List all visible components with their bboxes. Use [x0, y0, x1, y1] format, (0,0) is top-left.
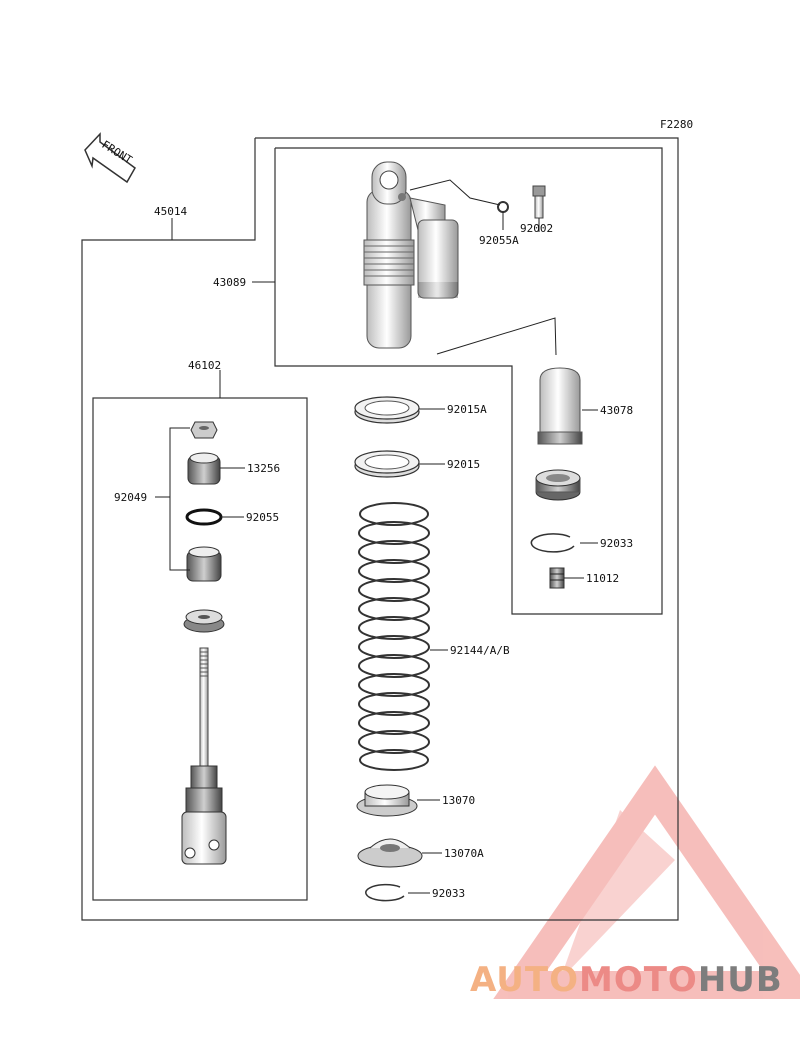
label-92055: 92055: [246, 511, 279, 524]
label-92015: 92015: [447, 458, 480, 471]
assembly-43089-outline: [274, 147, 663, 615]
automotohub-logo: AUTOMOTOHUB: [470, 960, 783, 1000]
label-13070A: 13070A: [444, 847, 484, 860]
spring-seat-13070A: [357, 838, 423, 868]
piston-rod: [181, 647, 227, 865]
front-direction-arrow: FRONT: [84, 132, 136, 184]
label-92002: 92002: [520, 222, 553, 235]
bracket-92049: [169, 427, 190, 571]
label-92033-lower: 92033: [432, 887, 465, 900]
label-13256: 13256: [247, 462, 280, 475]
label-13070: 13070: [442, 794, 475, 807]
reservoir-cap: [535, 469, 581, 501]
coil-spring-92144: [358, 502, 430, 771]
logo-part-auto: AUTO: [470, 960, 579, 1000]
assembly-45014-outline: [81, 137, 679, 921]
figure-code: F2280: [660, 118, 693, 131]
o-ring-92055A: [497, 201, 509, 213]
label-92033-upper: 92033: [600, 537, 633, 550]
label-92144: 92144/A/B: [450, 644, 510, 657]
shock-body-43089: [363, 161, 459, 349]
bumper-13256: [187, 452, 221, 485]
label-43089: 43089: [213, 276, 246, 289]
o-ring-92055: [185, 508, 223, 526]
circlip-92033-upper: [530, 533, 575, 553]
circlip-92033-lower: [365, 883, 405, 902]
lock-nut-92015A: [354, 396, 420, 424]
label-92055A: 92055A: [479, 234, 519, 247]
nut-13256-top: [190, 421, 218, 439]
label-92049: 92049: [114, 491, 147, 504]
bladder-43078: [537, 367, 583, 445]
watermark-triangle-icon: [493, 765, 800, 999]
label-92015A: 92015A: [447, 403, 487, 416]
leader-lines: [155, 218, 598, 894]
spring-seat-13070: [356, 784, 418, 817]
seal-head-92049: [186, 546, 222, 582]
bolt-92002: [532, 185, 546, 219]
label-46102: 46102: [188, 359, 221, 372]
logo-part-hub: HUB: [697, 960, 783, 1000]
washer-plate: [183, 609, 225, 633]
label-11012: 11012: [586, 572, 619, 585]
valve-11012: [549, 567, 565, 589]
logo-part-moto: MOTO: [578, 960, 698, 1000]
assembly-46102-outline: [92, 397, 308, 901]
label-45014: 45014: [154, 205, 187, 218]
label-43078: 43078: [600, 404, 633, 417]
adjuster-nut-92015: [354, 450, 420, 478]
